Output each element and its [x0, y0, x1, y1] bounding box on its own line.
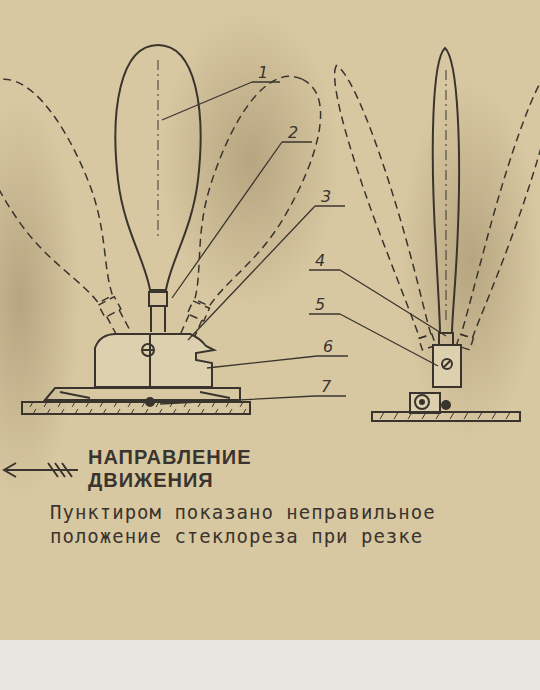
callout-number: 6	[323, 337, 333, 356]
callout-number: 2	[288, 123, 298, 142]
callout-number: 4	[315, 251, 325, 270]
callout-number: 1	[258, 63, 268, 82]
callout-number: 5	[315, 295, 325, 314]
direction-label: НАПРАВЛЕНИЕ ДВИЖЕНИЯ	[88, 446, 288, 492]
callout-number: 7	[321, 377, 331, 396]
callout-number: 3	[321, 187, 331, 206]
caption: Пунктиром показано неправильное положени…	[50, 500, 490, 548]
